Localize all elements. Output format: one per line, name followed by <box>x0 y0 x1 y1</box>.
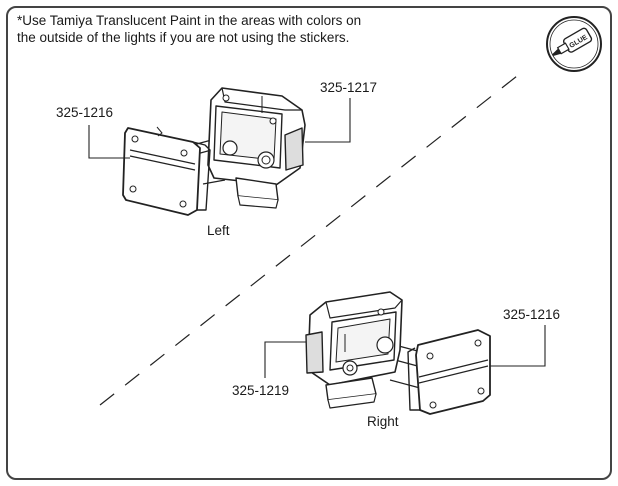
part-label-left-lens: 325-1216 <box>56 105 114 120</box>
caption-right: Right <box>367 414 399 429</box>
caption-left: Left <box>207 223 230 238</box>
instruction-frame <box>6 6 612 480</box>
part-label-right-lens: 325-1216 <box>503 307 561 322</box>
left-light-assembly <box>122 87 306 216</box>
leader-right-lens <box>490 325 546 367</box>
leader-left-housing <box>305 98 351 143</box>
paint-note-line-2: the outside of the lights if you are not… <box>17 30 350 45</box>
leader-left-lens <box>88 125 130 159</box>
part-label-right-housing: 325-1219 <box>232 383 290 398</box>
leader-right-housing <box>264 341 306 378</box>
part-label-left-housing: 325-1217 <box>320 80 378 95</box>
glue-icon: GLUE <box>546 16 602 72</box>
right-light-assembly <box>305 291 491 415</box>
paint-note-line-1: *Use Tamiya Translucent Paint in the are… <box>17 13 362 28</box>
section-divider <box>99 75 518 406</box>
